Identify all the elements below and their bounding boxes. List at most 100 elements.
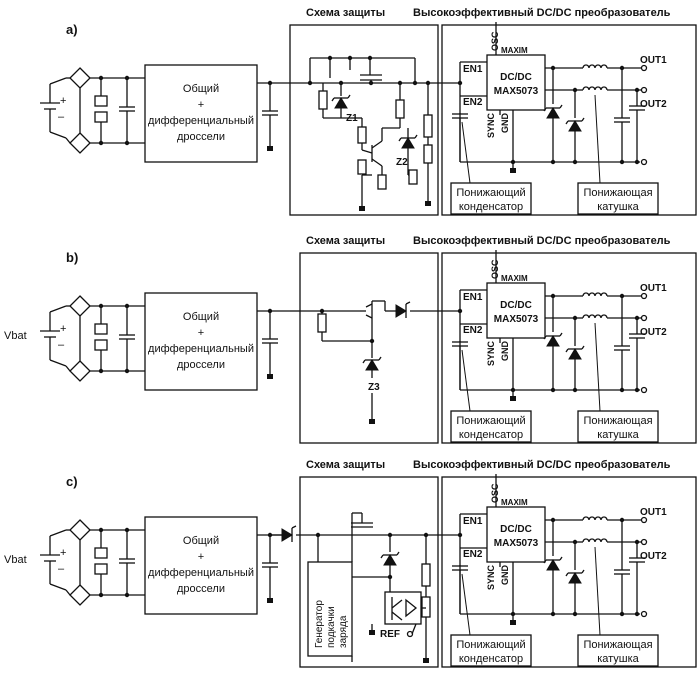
en1-label: EN1: [463, 292, 483, 303]
junction-dot: [619, 293, 625, 299]
capacitor-symbol: [262, 562, 278, 568]
sync-pin-label: SYNC: [486, 112, 496, 138]
junction-dot: [315, 532, 321, 538]
gnd-pin-label: GND: [500, 113, 510, 134]
out2-label: OUT2: [640, 327, 667, 338]
en1-label: EN1: [463, 516, 483, 527]
section-label: a): [66, 22, 78, 37]
resistor-symbol: [423, 114, 433, 138]
junction-dot: [412, 80, 418, 86]
inductor-symbol: [582, 64, 608, 69]
junction-dot: [397, 80, 403, 86]
junction-dot: [124, 368, 130, 374]
out1-terminal: [640, 64, 648, 72]
section-label: b): [66, 250, 78, 265]
out1-label: OUT1: [640, 55, 667, 66]
gnd-terminal: [640, 610, 648, 618]
out2-terminal: [640, 86, 648, 94]
choke-text: дифференциальный: [148, 567, 254, 579]
ic-part: MAX5073: [494, 86, 539, 97]
junction-dot: [425, 80, 431, 86]
ic-body: [486, 282, 546, 339]
gnd-pin-label: GND: [500, 341, 510, 362]
resistor-symbol: [408, 169, 418, 185]
converter-title: Высокоэффективный DC/DC преобразователь: [413, 7, 671, 19]
osc-pin-label: OSC: [490, 31, 500, 51]
junction-dot: [550, 159, 556, 165]
vbat-label: Vbat: [4, 554, 27, 566]
protection-title: Схема защиты: [306, 7, 385, 19]
coil-callout-box: [577, 182, 659, 215]
transistor-symbol: [361, 140, 383, 167]
zener-diode-symbol: [543, 556, 563, 571]
junction-dot: [267, 308, 273, 314]
series-diode-symbol: [281, 525, 297, 542]
junction-dot: [572, 159, 578, 165]
junction-dot: [338, 80, 344, 86]
sync-pin-label: SYNC: [486, 564, 496, 590]
choke-text: Общий: [183, 311, 219, 323]
plus-sign: +: [60, 547, 66, 559]
resistor-symbol: [421, 563, 431, 587]
resistor-symbol: [357, 159, 367, 175]
resistor-symbol: [94, 111, 108, 123]
gnd-terminal: [640, 386, 648, 394]
plus-sign: +: [60, 95, 66, 107]
junction-dot: [124, 75, 130, 81]
junction-dot: [550, 611, 556, 617]
ic-part: MAX5073: [494, 314, 539, 325]
cap-callout-line1: Понижающий: [456, 187, 525, 199]
ground-symbol: [425, 195, 431, 206]
en2-label: EN2: [463, 97, 483, 108]
junction-dot: [98, 592, 104, 598]
minus-sign: –: [58, 111, 65, 123]
zener-diode-symbol: [565, 569, 585, 584]
junction-dot: [550, 293, 556, 299]
cap-callout-box: [450, 182, 532, 215]
resistor-symbol: [423, 144, 433, 164]
resistor-symbol: [357, 126, 367, 144]
ref-label: REF: [380, 629, 400, 640]
choke-text: +: [198, 551, 204, 563]
junction-dot: [457, 80, 463, 86]
junction-dot: [367, 55, 373, 61]
junction-dot: [619, 65, 625, 71]
choke-text: дроссели: [177, 583, 225, 595]
coil-callout-line1: Понижающая: [583, 415, 652, 427]
ground-symbol: [423, 652, 429, 663]
junction-dot: [423, 532, 429, 538]
en1-label: EN1: [463, 64, 483, 75]
ic-name: DC/DC: [500, 300, 532, 311]
cap-callout-line1: Понижающий: [456, 639, 525, 651]
ic-name: DC/DC: [500, 524, 532, 535]
protection-frame: [289, 24, 439, 216]
osc-pin-label: OSC: [490, 483, 500, 503]
en2-label: EN2: [463, 549, 483, 560]
ic-body: [486, 54, 546, 111]
capacitor-symbol: [119, 558, 135, 564]
inductor-symbol: [582, 292, 608, 297]
minus-sign: –: [58, 339, 65, 351]
resistor-symbol: [395, 99, 405, 119]
cap-callout-line2: конденсатор: [459, 429, 523, 441]
coil-callout-box: [577, 634, 659, 667]
choke-text: +: [198, 99, 204, 111]
junction-dot: [572, 387, 578, 393]
out2-terminal: [640, 538, 648, 546]
ground-symbol: [267, 140, 273, 151]
junction-dot: [572, 87, 578, 93]
junction-dot: [550, 517, 556, 523]
junction-dot: [98, 303, 104, 309]
protection-block: Z3: [290, 252, 439, 444]
